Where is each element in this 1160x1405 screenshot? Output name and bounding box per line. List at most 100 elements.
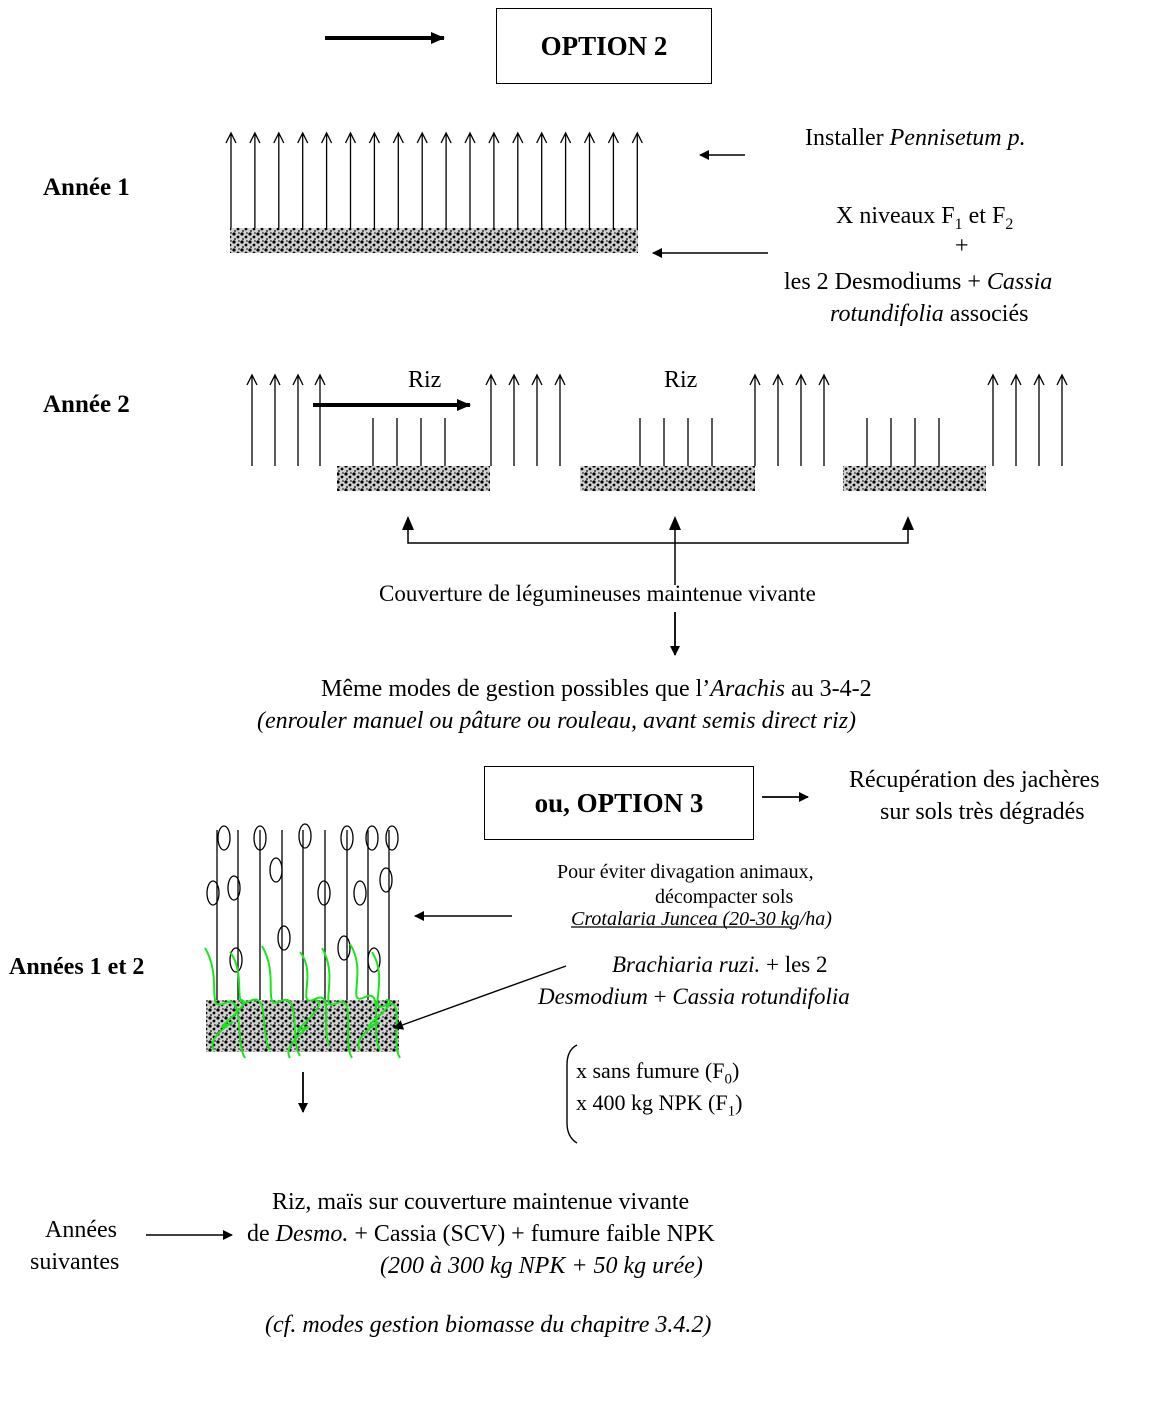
install-species: Pennisetum p. bbox=[889, 125, 1026, 151]
option2-box: OPTION 2 bbox=[496, 8, 712, 84]
levels-sub-2: 2 bbox=[1005, 215, 1014, 233]
option2-label: OPTION 2 bbox=[540, 30, 668, 61]
following-reference: (cf. modes gestion biomasse du chapitre … bbox=[265, 1312, 712, 1338]
crotalaria-pod bbox=[340, 825, 354, 851]
fert1-suffix: ) bbox=[731, 1058, 740, 1083]
pennisetum-stem bbox=[368, 131, 380, 228]
fert1-prefix: x sans fumure (F bbox=[576, 1058, 725, 1083]
year2-connector-arrowheads bbox=[402, 516, 914, 530]
crotalaria-pod bbox=[206, 880, 220, 906]
pennisetum-stem bbox=[344, 131, 357, 228]
pennisetum-stem bbox=[1033, 373, 1045, 466]
year2-rice-label-2: Riz bbox=[664, 367, 698, 393]
years12-desmodium-line: Desmodium + Cassia rotundifolia bbox=[538, 983, 850, 1011]
pennisetum-stem bbox=[1056, 373, 1068, 466]
brachiaria-blade bbox=[287, 999, 320, 1059]
pennisetum-stem bbox=[554, 373, 566, 466]
fertilizer-option-1: x sans fumure (F0) bbox=[576, 1057, 739, 1093]
management-species: Arachis bbox=[710, 676, 785, 702]
pennisetum-stem bbox=[560, 131, 572, 228]
year2-stems bbox=[246, 373, 1068, 466]
pennisetum-stem bbox=[392, 131, 404, 228]
year1-install-text: Installer Pennisetum p. bbox=[805, 124, 1026, 152]
pennisetum-stem bbox=[818, 373, 830, 466]
legumes-rotundifolia: rotundifolia bbox=[830, 301, 944, 327]
line2-suffix: + Cassia (SCV) + fumure faible NPK bbox=[348, 1221, 715, 1247]
legumes-suffix: associés bbox=[943, 301, 1029, 327]
fert2-suffix: ) bbox=[735, 1090, 743, 1115]
pennisetum-stem bbox=[749, 373, 761, 466]
management-prefix: Même modes de gestion possibles que l’ bbox=[321, 676, 711, 702]
pennisetum-stem bbox=[292, 373, 304, 466]
fertilizer-option-2: x 400 kg NPK (F1) bbox=[576, 1089, 742, 1125]
year1-plus: + bbox=[955, 233, 969, 259]
year2-soil-strip-2 bbox=[580, 466, 755, 491]
pennisetum-stem bbox=[531, 373, 543, 466]
following-line1: Riz, maïs sur couverture maintenue vivan… bbox=[272, 1189, 690, 1215]
pennisetum-stem bbox=[246, 373, 258, 466]
crotalaria-pod bbox=[337, 935, 351, 961]
pennisetum-stem bbox=[464, 131, 476, 228]
pennisetum-stem bbox=[321, 131, 333, 228]
pennisetum-stem bbox=[225, 131, 237, 228]
pennisetum-stem bbox=[583, 131, 596, 228]
crotalaria-pod bbox=[298, 823, 312, 849]
pennisetum-stem bbox=[607, 131, 619, 228]
pennisetum-stem bbox=[512, 131, 524, 228]
year1-pennisetum-stems bbox=[225, 131, 643, 228]
levels-mid: et F bbox=[962, 203, 1006, 229]
pennisetum-stem bbox=[772, 373, 784, 466]
year1-label: Année 1 bbox=[43, 174, 130, 201]
pennisetum-stem bbox=[249, 131, 261, 228]
pennisetum-stem bbox=[987, 373, 999, 466]
pennisetum-stem bbox=[485, 373, 497, 466]
following-line3: (200 à 300 kg NPK + 50 kg urée) bbox=[380, 1253, 703, 1279]
fert2-prefix: x 400 kg NPK (F bbox=[576, 1090, 728, 1115]
brachiaria-name: Brachiaria ruzi. bbox=[612, 952, 761, 977]
brachiaria-blade bbox=[371, 951, 401, 1059]
year2-cover-connector bbox=[407, 522, 909, 585]
brachiaria-blade bbox=[299, 951, 331, 1047]
management-suffix: au 3-4-2 bbox=[784, 676, 872, 702]
year1-legumes-line2: rotundifolia associés bbox=[830, 300, 1028, 328]
year2-rice-label-1: Riz bbox=[408, 367, 442, 393]
crotalaria-pod bbox=[365, 825, 379, 851]
year2-management-text: Même modes de gestion possibles que l’Ar… bbox=[321, 675, 872, 703]
years12-crotalaria-stems bbox=[206, 823, 399, 1000]
brachiaria-blade bbox=[211, 999, 245, 1051]
levels-sub-1: 1 bbox=[954, 215, 963, 233]
fert1-sub: 0 bbox=[724, 1071, 732, 1088]
pennisetum-stem bbox=[536, 131, 548, 228]
pennisetum-stem bbox=[269, 373, 281, 466]
year1-legumes-line1: les 2 Desmodiums + Cassia bbox=[784, 268, 1052, 296]
crotalaria-pod bbox=[253, 825, 267, 851]
option3-recovery-line2: sur sols très dégradés bbox=[880, 799, 1085, 825]
brachiaria-plus: + les 2 bbox=[760, 952, 828, 977]
crotalaria-pod bbox=[217, 825, 231, 851]
option3-recovery-line1: Récupération des jachères bbox=[849, 767, 1100, 793]
brachiaria-blade bbox=[204, 947, 246, 1059]
year1-levels-text: X niveaux F1 et F2 bbox=[836, 202, 1013, 239]
crotalaria-pod bbox=[379, 867, 393, 893]
year2-cover-text: Couverture de légumineuses maintenue viv… bbox=[379, 581, 816, 606]
crotalaria-pod bbox=[367, 947, 381, 973]
pennisetum-stem bbox=[631, 131, 643, 228]
desmodium-name: Desmodium bbox=[538, 984, 648, 1009]
year2-management-detail: (enrouler manuel ou pâture ou rouleau, a… bbox=[257, 708, 857, 734]
crotalaria-pod bbox=[277, 925, 291, 951]
crotalaria-rate: (20-30 kg/ha) bbox=[717, 908, 832, 930]
following-line2: de Desmo. + Cassia (SCV) + fumure faible… bbox=[247, 1220, 715, 1248]
brachiaria-blade bbox=[229, 951, 271, 1051]
desmodium-plus: + bbox=[647, 984, 673, 1009]
levels-line: X niveaux F bbox=[836, 203, 955, 229]
pennisetum-stem bbox=[297, 131, 309, 228]
following-label-line2: suivantes bbox=[30, 1249, 120, 1275]
option3-box: ou, OPTION 3 bbox=[484, 766, 754, 840]
brachiaria-blade bbox=[349, 943, 381, 1051]
year2-soil-strip-1 bbox=[337, 466, 490, 491]
years12-arrow-brachiaria bbox=[393, 965, 567, 1030]
crotalaria-name: Crotalaria Juncea bbox=[571, 908, 718, 930]
years12-purpose-line2: décompacter sols bbox=[655, 886, 794, 908]
crotalaria-pod bbox=[353, 880, 367, 906]
fertilizer-brace bbox=[566, 1044, 578, 1144]
